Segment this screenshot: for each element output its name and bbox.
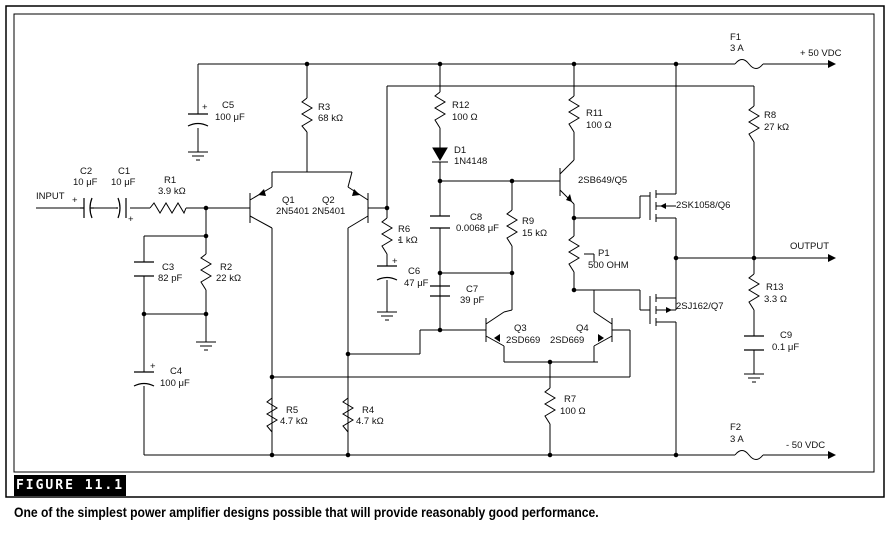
- c5-name: C5: [222, 100, 234, 111]
- capacitors: [80, 113, 764, 387]
- f1-value: 3 A: [730, 43, 744, 54]
- c6-plus: +: [392, 256, 398, 267]
- r13-value: 3.3 Ω: [764, 294, 787, 305]
- c4-plus: +: [150, 361, 156, 372]
- r9-value: 15 kΩ: [522, 228, 547, 239]
- labels: INPUT OUTPUT + 50 VDC - 50 VDC C2 10 μF …: [36, 32, 842, 451]
- resistor-r11: [568, 95, 580, 133]
- q4-name: Q4: [576, 323, 589, 334]
- c1-value: 10 μF: [111, 177, 136, 188]
- ground-symbols: [188, 151, 764, 383]
- figure-caption: One of the simplest power amplifier desi…: [14, 505, 599, 520]
- output-label: OUTPUT: [790, 241, 829, 252]
- c7-name: C7: [466, 284, 478, 295]
- r4-value: 4.7 kΩ: [356, 416, 384, 427]
- resistor-r8: [748, 105, 760, 143]
- input-label: INPUT: [36, 191, 65, 202]
- supply-neg-label: - 50 VDC: [786, 440, 825, 451]
- c7-value: 39 pF: [460, 295, 484, 306]
- f1-name: F1: [730, 32, 741, 43]
- q3-name: Q3: [514, 323, 527, 334]
- r4-name: R4: [362, 405, 374, 416]
- c6-name: C6: [408, 266, 420, 277]
- c1-plus: +: [128, 214, 134, 225]
- resistor-r9: [506, 209, 518, 247]
- c2-name: C2: [80, 166, 92, 177]
- figure-label: FIGURE 11.1: [14, 475, 126, 496]
- r8-value: 27 kΩ: [764, 122, 789, 133]
- r8-name: R8: [764, 110, 776, 121]
- r9-name: R9: [522, 216, 534, 227]
- supply-pos-label: + 50 VDC: [800, 48, 842, 59]
- c6-value: 47 μF: [404, 278, 429, 289]
- q2-name: Q2: [322, 195, 335, 206]
- q4-value: 2SD669: [550, 335, 584, 346]
- c3-name: C3: [162, 262, 174, 273]
- c8-name: C8: [470, 212, 482, 223]
- resistors: [149, 91, 760, 433]
- r6-name: R6: [398, 224, 410, 235]
- resistor-r2: [200, 253, 212, 291]
- c1-name: C1: [118, 166, 130, 177]
- r11-name: R11: [586, 108, 603, 119]
- resistor-r1: [149, 202, 187, 215]
- f2-name: F2: [730, 422, 741, 433]
- r2-value: 22 kΩ: [216, 273, 241, 284]
- resistor-r3: [301, 97, 313, 133]
- wires: [36, 59, 828, 460]
- r5-name: R5: [286, 405, 298, 416]
- f2-value: 3 A: [730, 434, 744, 445]
- c2-value: 10 μF: [73, 177, 98, 188]
- q1-name: Q1: [282, 195, 295, 206]
- r6-value: 1 kΩ: [398, 235, 418, 246]
- c4-name: C4: [170, 366, 182, 377]
- potentiometer-p1: [568, 235, 580, 273]
- d1-value: 1N4148: [454, 156, 487, 167]
- transistor-arrows: [258, 189, 672, 342]
- resistor-r12: [434, 91, 446, 129]
- p1-value: 500 OHM: [588, 260, 629, 271]
- diode-d1: [432, 147, 448, 163]
- resistor-r7: [544, 387, 556, 425]
- c3-value: 82 pF: [158, 273, 182, 284]
- r3-value: 68 kΩ: [318, 113, 343, 124]
- c8-value: 0.0068 μF: [456, 223, 499, 234]
- c9-value: 0.1 μF: [772, 342, 799, 353]
- c4-value: 100 μF: [160, 378, 190, 389]
- q7-value: 2SJ162/Q7: [676, 301, 724, 312]
- resistor-r5: [266, 397, 278, 433]
- r1-name: R1: [164, 175, 176, 186]
- r3-name: R3: [318, 102, 330, 113]
- c9-name: C9: [780, 330, 792, 341]
- r1-value: 3.9 kΩ: [158, 186, 186, 197]
- r5-value: 4.7 kΩ: [280, 416, 308, 427]
- schematic-border: [13, 13, 875, 473]
- q2-value: 2N5401: [312, 206, 345, 217]
- figure-border: [5, 5, 885, 498]
- p1-name: P1: [598, 248, 610, 259]
- q6-value: 2SK1058/Q6: [676, 200, 730, 211]
- r11-value: 100 Ω: [586, 120, 612, 131]
- r7-name: R7: [564, 394, 576, 405]
- r12-value: 100 Ω: [452, 112, 478, 123]
- resistor-r13: [748, 273, 760, 311]
- r7-value: 100 Ω: [560, 406, 586, 417]
- resistor-r6: [381, 217, 393, 255]
- r12-name: R12: [452, 100, 469, 111]
- c2-plus: +: [72, 195, 78, 206]
- q5-value: 2SB649/Q5: [578, 175, 627, 186]
- r2-name: R2: [220, 262, 232, 273]
- c5-value: 100 μF: [215, 112, 245, 123]
- q3-value: 2SD669: [506, 335, 540, 346]
- r13-name: R13: [766, 282, 783, 293]
- d1-name: D1: [454, 145, 466, 156]
- terminals: [828, 60, 836, 459]
- c5-plus: +: [202, 102, 208, 113]
- q1-value: 2N5401: [276, 206, 309, 217]
- resistor-r4: [342, 397, 354, 433]
